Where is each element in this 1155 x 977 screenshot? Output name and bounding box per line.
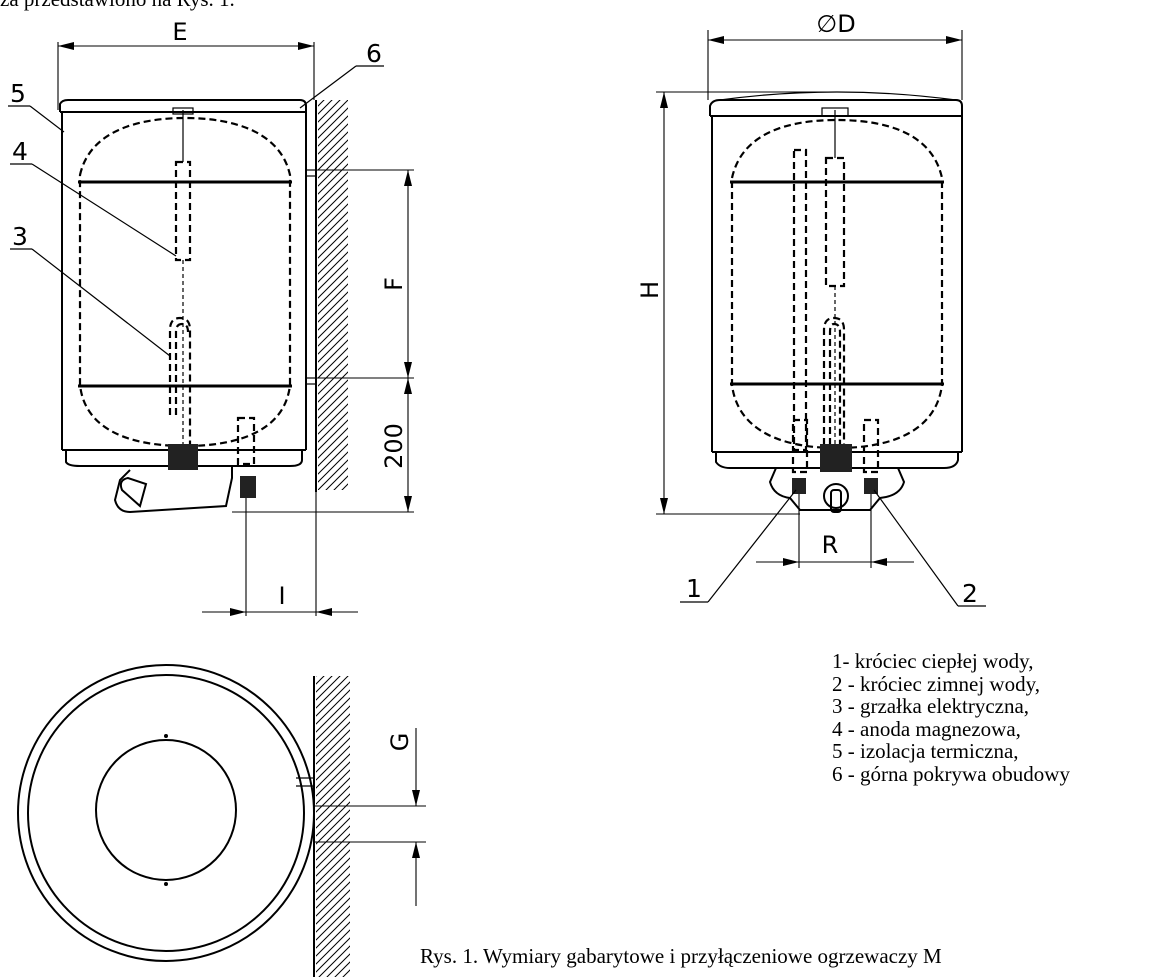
anode-front	[824, 156, 846, 288]
callout-4: 4	[12, 137, 28, 166]
label-h: H	[636, 281, 664, 299]
flange-side	[168, 444, 198, 470]
callout-1: 1	[686, 574, 702, 603]
label-i: I	[278, 582, 285, 610]
top-cover-circle	[95, 739, 237, 881]
anode-side	[174, 160, 192, 262]
label-e: E	[172, 18, 187, 46]
bottom-cover-front	[768, 467, 906, 511]
cold-water-pipe	[862, 418, 880, 474]
outer-circle	[17, 664, 315, 962]
wall-hatch-top	[316, 676, 350, 977]
dimension-i: I	[202, 492, 358, 616]
legend-item: 6 - górna pokrywa obudowy	[832, 761, 1070, 786]
side-view	[59, 99, 348, 616]
thermostat-knob	[823, 483, 849, 509]
callouts-front: 1 2	[680, 489, 986, 608]
top-view	[17, 664, 350, 977]
flange-front	[820, 444, 852, 472]
callout-6: 6	[366, 39, 382, 68]
wall-hatch-side	[318, 100, 348, 490]
dimension-200: 200	[232, 378, 414, 513]
label-f: F	[380, 277, 408, 291]
callout-5: 5	[10, 79, 26, 108]
fitting-2	[864, 478, 878, 494]
legend-item: 2 - króciec zimnej wody,	[832, 671, 1040, 696]
heating-element-side	[168, 316, 192, 445]
legend-list: 1- króciec ciepłej wody, 2 - króciec zim…	[832, 650, 1070, 785]
label-r: R	[822, 531, 839, 559]
callout-2: 2	[962, 579, 978, 608]
header-text: za przedstawiono na Rys. 1.	[0, 0, 235, 11]
legend-item: 4 - anoda magnezowa,	[832, 716, 1021, 741]
dimension-r: R	[756, 494, 914, 568]
bottom-cover-side	[113, 466, 233, 514]
inner-tank-side	[78, 116, 292, 448]
top-cover-front	[709, 99, 963, 116]
label-g: G	[386, 733, 414, 752]
callout-3: 3	[12, 222, 28, 251]
legend-item: 5 - izolacja termiczna,	[832, 739, 1019, 763]
dimension-g: G	[314, 728, 426, 906]
inner-tank-front	[730, 118, 944, 450]
label-d: ∅D	[816, 10, 855, 38]
pipe-fitting-side	[240, 476, 256, 498]
figure-caption: Rys. 1. Wymiary gabarytowe i przyłączeni…	[420, 944, 942, 968]
legend-item: 3 - grzałka elektryczna,	[832, 694, 1030, 718]
front-view	[709, 91, 963, 513]
label-200: 200	[380, 423, 408, 469]
hot-water-pipe	[792, 148, 808, 452]
callouts-side: 5 4 3 6	[8, 39, 384, 357]
dimension-d: ∅D	[707, 10, 963, 100]
dimension-h: H	[636, 91, 830, 515]
heating-element-front	[822, 316, 846, 445]
dimension-f: F	[316, 169, 414, 379]
legend-item: 1- króciec ciepłej wody,	[832, 649, 1034, 673]
inner-ring	[27, 674, 305, 952]
dimension-e: E	[57, 18, 315, 110]
